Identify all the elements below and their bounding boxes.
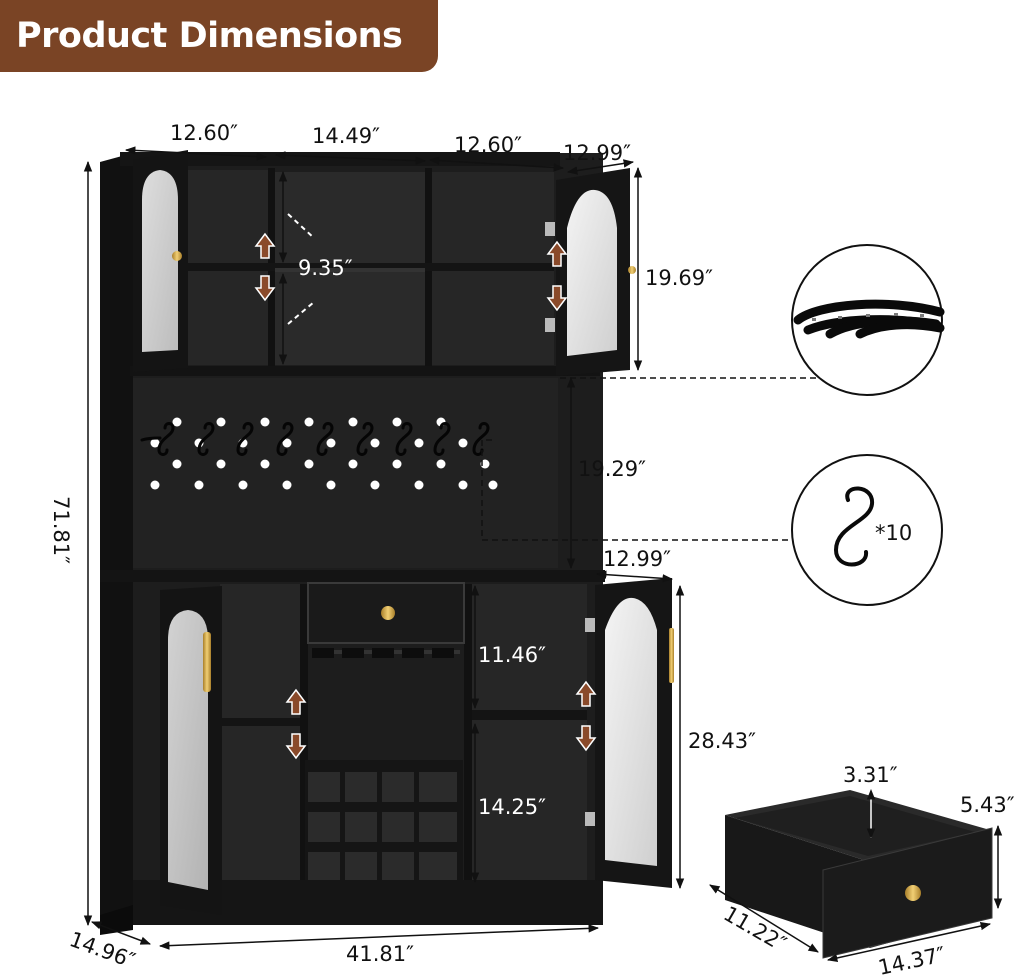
s-hooks [140,422,490,456]
gold-knob-icon [905,885,921,901]
dim-drawer-inner-height: 3.31″ [843,763,898,787]
dim-top-right-width: 12.60″ [454,133,522,157]
hooks-count: *10 [875,521,912,545]
dimension-lines [83,146,685,950]
dim-top-middle-width: 14.49″ [312,124,380,148]
dim-lower-shelf: 14.25″ [478,795,546,819]
dim-total-height: 71.81″ [49,496,73,564]
page-title: Product Dimensions [0,0,438,72]
cabinet [100,150,674,935]
dim-drawer-width: 14.37″ [876,942,948,980]
dim-top-door-width: 12.99″ [563,141,631,165]
dim-drawer-space: 11.46″ [478,643,546,667]
s-hook-icon [833,486,874,567]
adjust-arrow-icon [254,232,597,760]
s-hook-callout: *10 [791,454,943,606]
dim-middle-height: 19.29″ [578,457,646,481]
gold-knob-icon [381,606,395,620]
dim-shelf-gap: 9.35″ [298,256,353,280]
dim-top-left-width: 12.60″ [170,121,238,145]
led-strip-icon [793,299,945,339]
led-strip-callout [791,244,945,396]
dim-top-height: 19.69″ [645,266,713,290]
drawer-detail [709,788,1003,963]
dim-drawer-height: 5.43″ [960,793,1015,817]
dim-bottom-door-width: 12.99″ [603,547,671,571]
dim-total-width: 41.81″ [346,942,414,966]
dim-bottom-height: 28.43″ [688,729,756,753]
